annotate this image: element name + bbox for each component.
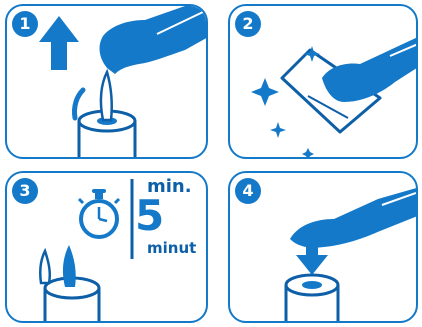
- stopwatch-icon: [79, 189, 119, 237]
- step-4-illustration: [230, 173, 418, 323]
- step-3-panel: 3 min. 5 minut: [5, 171, 208, 323]
- roll-icon: [286, 275, 338, 323]
- step-2-panel: 2: [228, 4, 418, 159]
- timer-value: 5: [135, 195, 164, 237]
- step-2-illustration: [230, 6, 418, 159]
- timer-unit: minut: [147, 239, 196, 257]
- hand-icon: [322, 36, 418, 102]
- step-1-illustration: [7, 6, 208, 159]
- step-1-panel: 1: [5, 4, 208, 159]
- step-4-panel: 4: [228, 171, 418, 323]
- arrow-up-icon: [39, 16, 79, 70]
- hand-icon: [290, 187, 418, 248]
- hand-icon: [100, 6, 208, 74]
